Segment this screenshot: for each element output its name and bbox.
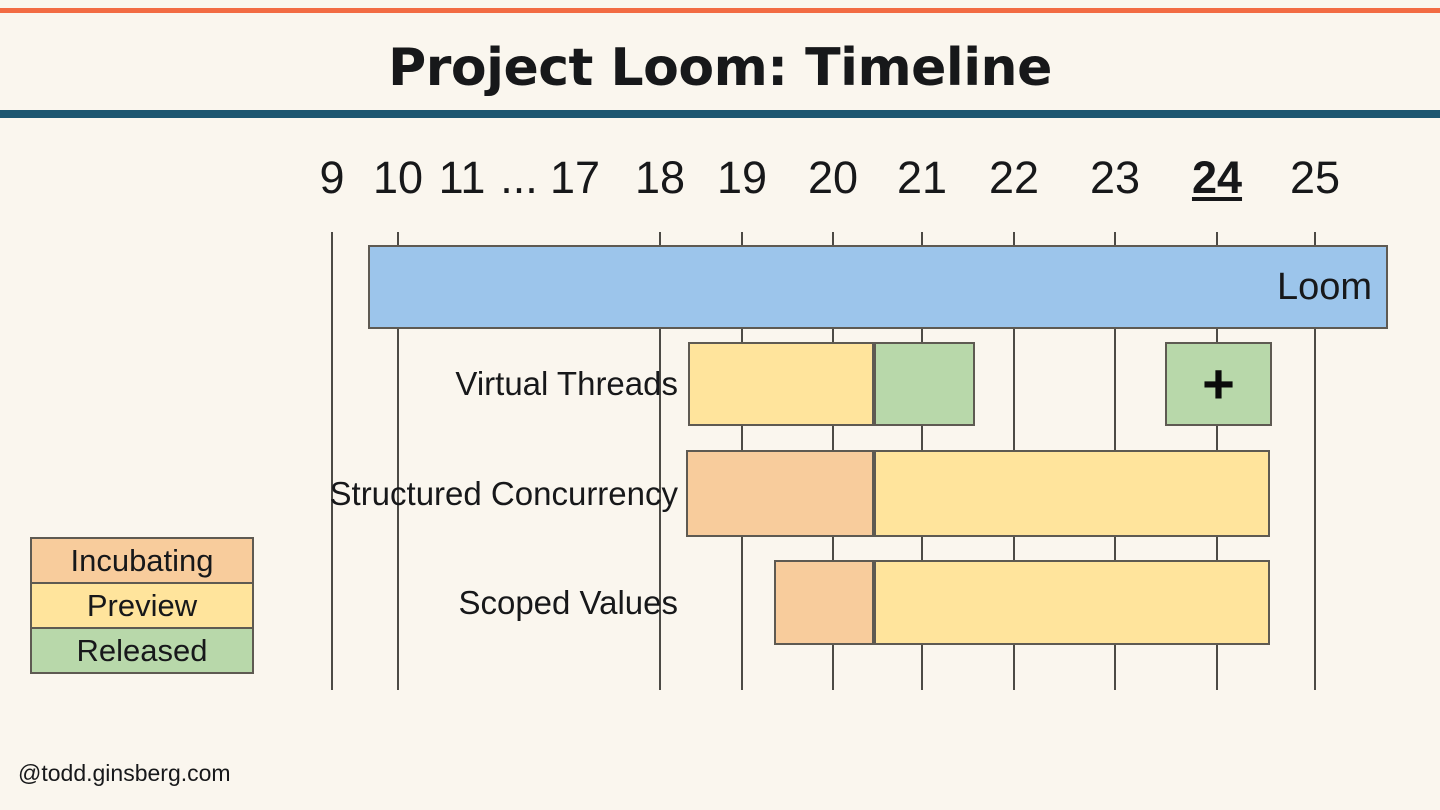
timeline-bar-segment[interactable] <box>686 450 874 537</box>
axis-tick-label: 20 <box>807 152 859 203</box>
timeline-bar-segment[interactable]: + <box>1165 342 1272 426</box>
row-label: Scoped Values <box>458 583 678 621</box>
gridline <box>331 232 333 690</box>
row-label: Virtual Threads <box>455 365 678 402</box>
axis-tick-label: 10 <box>372 152 424 203</box>
timeline-bar-segment[interactable] <box>874 342 975 426</box>
axis-tick-label: 22 <box>988 152 1040 203</box>
legend-item-preview[interactable]: Preview <box>30 582 254 629</box>
gridline <box>397 232 399 690</box>
page-title: Project Loom: Timeline <box>388 38 1052 98</box>
gridline <box>1314 232 1316 690</box>
timeline-bar-segment[interactable] <box>774 560 874 645</box>
legend-item-label: Released <box>76 632 208 668</box>
header-accent-rule-bottom <box>0 110 1440 118</box>
timeline-bar-segment[interactable] <box>688 342 874 426</box>
legend-item-label: Preview <box>86 587 198 623</box>
axis-tick-label: ... <box>500 152 538 203</box>
axis-tick-label: 11 <box>438 152 486 203</box>
axis-tick-label: 25 <box>1289 152 1341 203</box>
plus-icon: + <box>1202 352 1235 415</box>
legend-item-released[interactable]: Released <box>30 627 254 674</box>
axis-tick-label: 9 <box>319 152 345 203</box>
timeline-bar-segment[interactable]: Loom <box>368 245 1388 329</box>
bar-inline-label: Loom <box>1276 265 1372 308</box>
legend-item-label: Incubating <box>70 542 214 578</box>
timeline-bar-segment[interactable] <box>874 560 1270 645</box>
axis-tick-label: 18 <box>634 152 686 203</box>
header-accent-rule-top <box>0 8 1440 13</box>
footer-handle: @todd.ginsberg.com <box>18 760 231 786</box>
axis-tick-label: 17 <box>549 152 601 203</box>
axis-tick-label: 21 <box>896 152 948 203</box>
axis-tick-label: 19 <box>716 152 768 203</box>
row-label: Structured Concurrency <box>329 474 678 512</box>
legend-item-incubating[interactable]: Incubating <box>30 537 254 584</box>
axis-tick-label: 23 <box>1089 152 1141 203</box>
gridline <box>659 232 661 690</box>
timeline-bar-segment[interactable] <box>874 450 1270 537</box>
axis-tick-label: 24 <box>1191 152 1243 203</box>
